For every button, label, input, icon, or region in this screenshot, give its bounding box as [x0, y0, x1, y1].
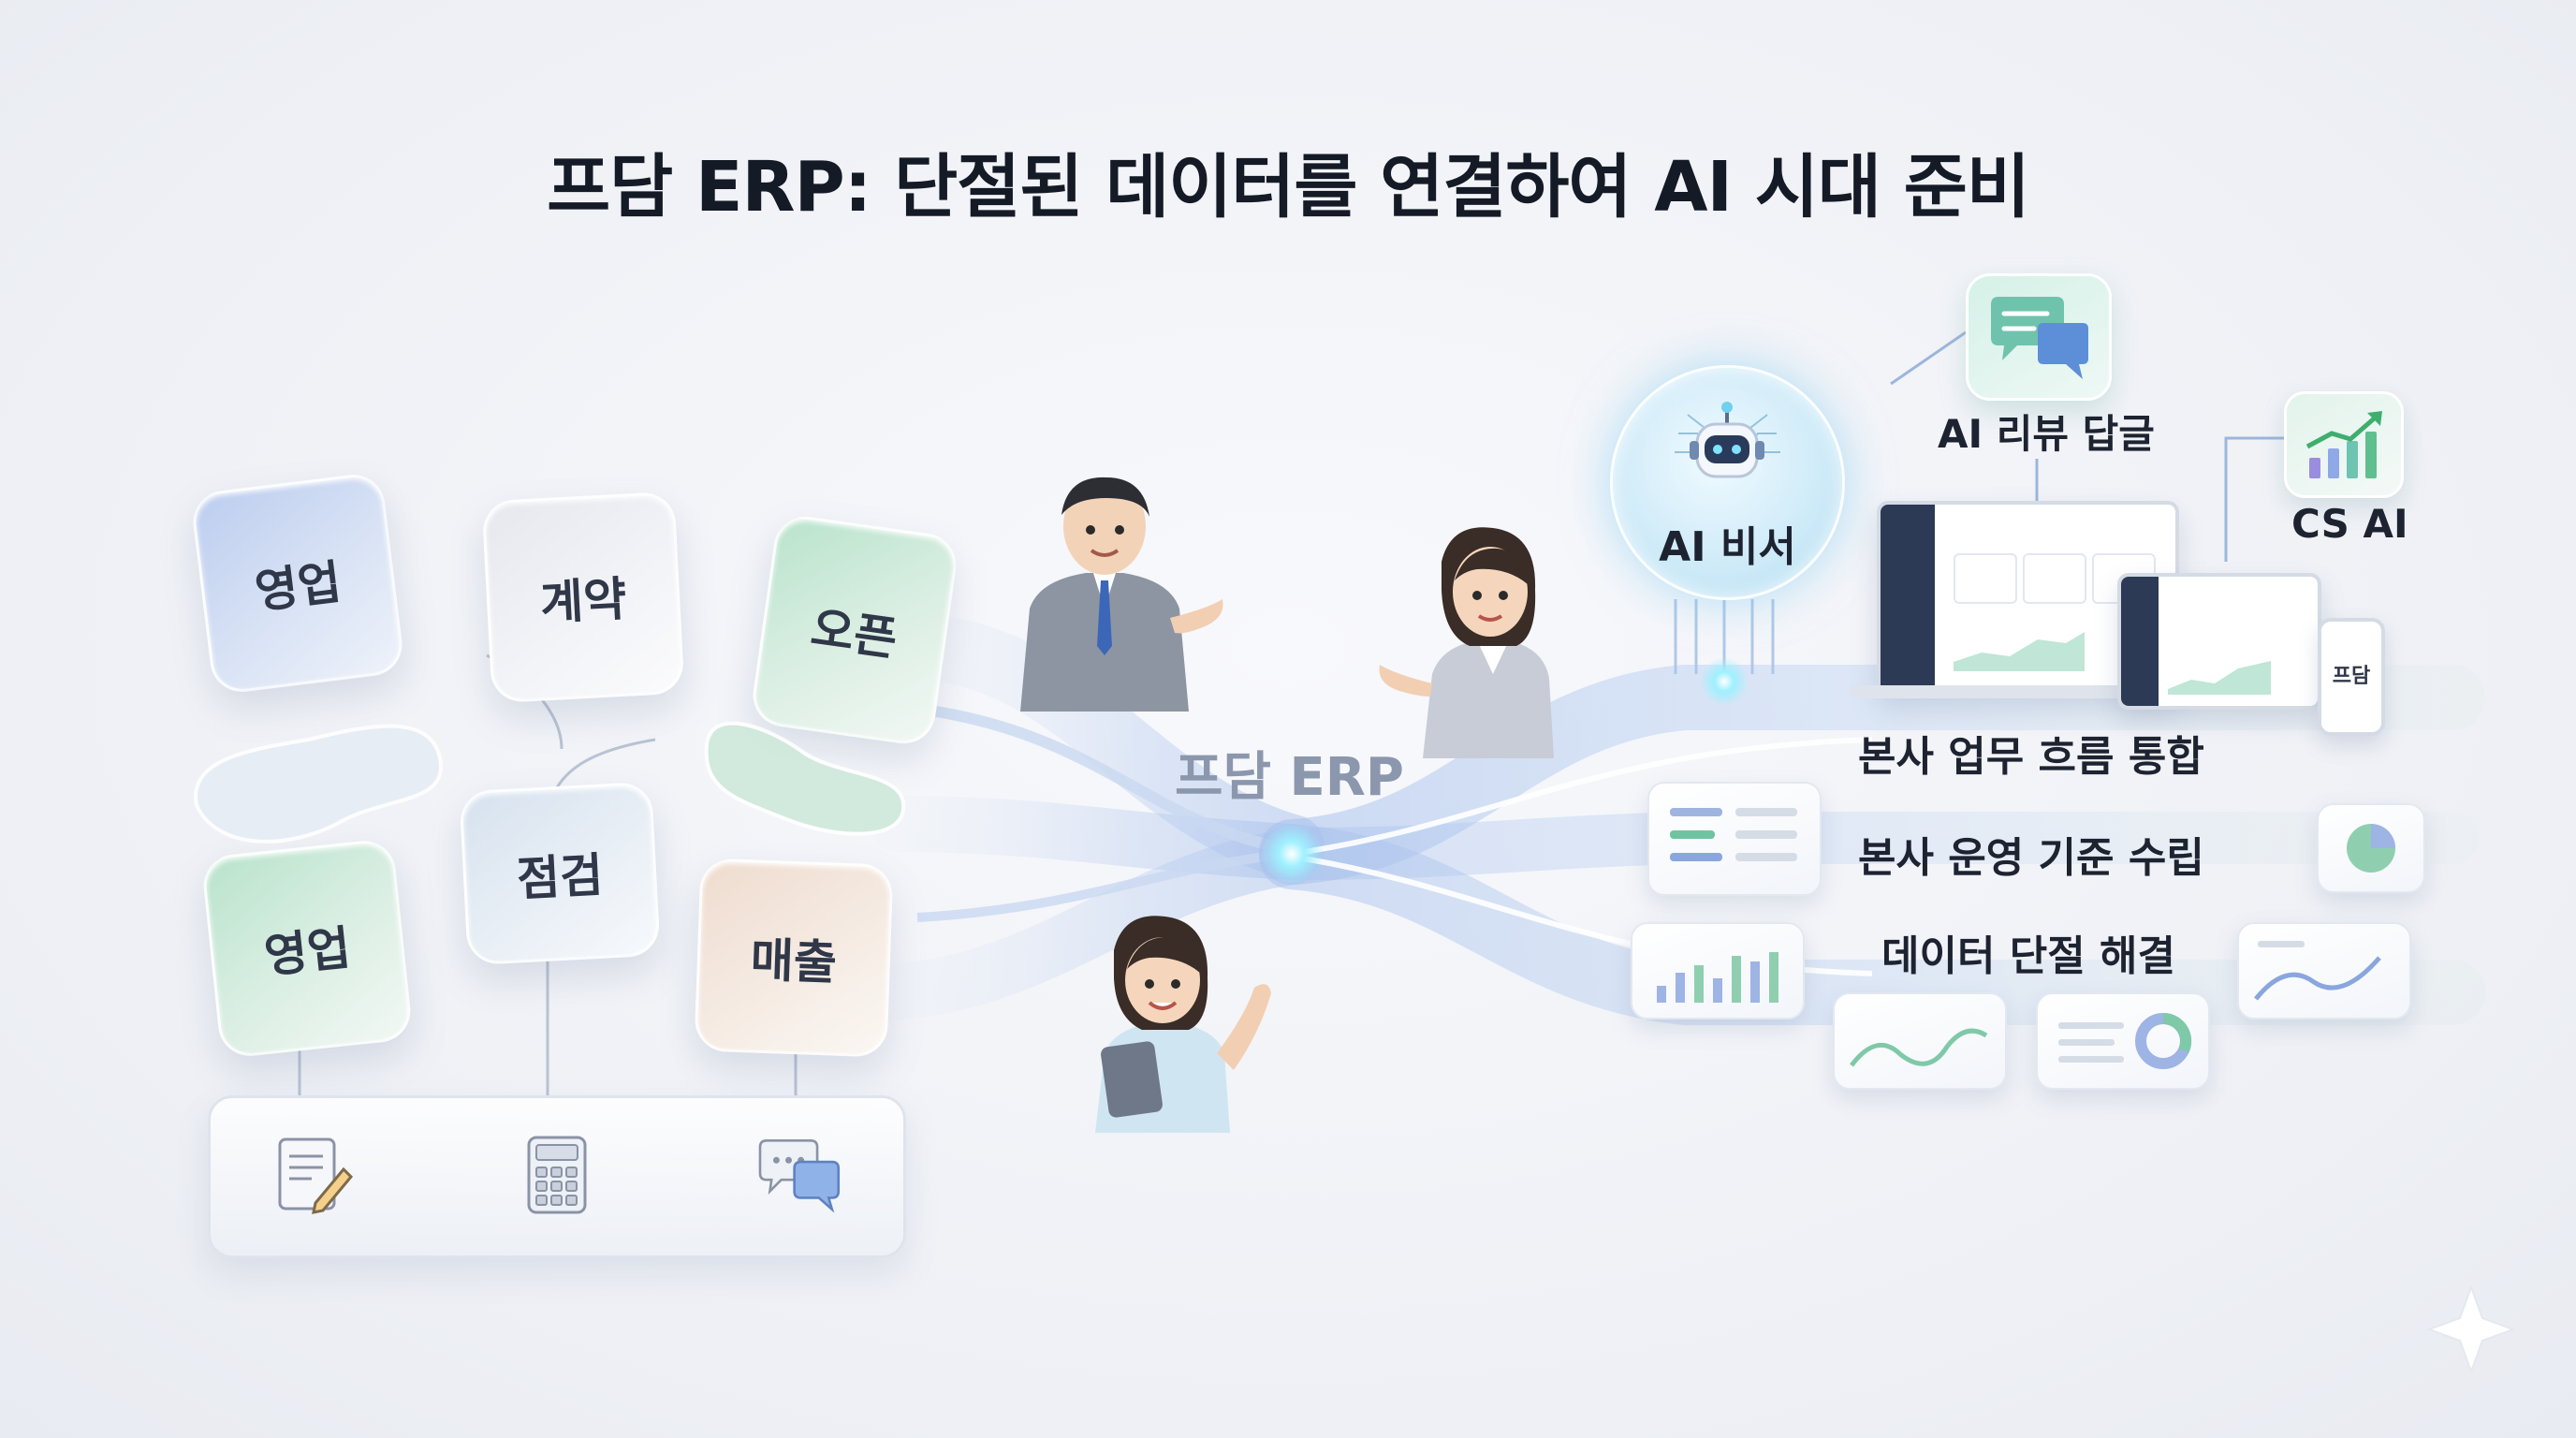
bar-chart-card: [1631, 922, 1805, 1020]
dashboard-widget: [2023, 553, 2086, 604]
line-chart-card: [2237, 922, 2411, 1020]
glass-blob-decoration: [704, 721, 906, 836]
robot-icon: [1675, 402, 1780, 478]
line-chart-card: [1833, 992, 2007, 1090]
phone-app-brand: 프담: [2332, 665, 2371, 688]
outcome-data-silo-resolved: 데이터 단절 해결: [1881, 932, 2175, 980]
chat-bubbles-icon: [1991, 297, 2088, 379]
dashboard-widget: [1954, 553, 2017, 604]
phone-app[interactable]: 프담: [2318, 618, 2385, 736]
donut-chart-card: [2036, 992, 2210, 1090]
glass-blob-decoration: [194, 724, 443, 844]
source-card-contract[interactable]: 계약: [481, 491, 685, 704]
source-card-revenue[interactable]: 매출: [694, 858, 894, 1058]
source-card-label: 매출: [749, 932, 838, 990]
businesswoman-figure: [1379, 527, 1554, 758]
outcome-workflow-integration: 본사 업무 흐름 통합: [1858, 733, 2204, 781]
page-title: 프담 ERP: 단절된 데이터를 연결하여 AI 시대 준비: [547, 147, 2030, 227]
source-card-inspection[interactable]: 점검: [459, 781, 661, 966]
source-tools-panel: [208, 1095, 906, 1258]
source-card-label: 계약: [538, 571, 628, 631]
laptop-base: [1849, 685, 2200, 698]
source-card-label: 영업: [252, 554, 344, 620]
list-card: [1647, 782, 1822, 896]
outcome-operation-standards: 본사 운영 기준 수립: [1858, 834, 2204, 882]
growth-chart-icon: [2305, 411, 2382, 478]
dashboard-area-chart: [1954, 632, 2085, 671]
hub-label: 프담 ERP: [1175, 747, 1404, 808]
dashboard-area-chart: [2168, 661, 2271, 695]
woman-with-tablet-figure: [1095, 916, 1271, 1133]
ai-assistant-node[interactable]: AI 비서: [1610, 365, 1845, 600]
source-card-sales[interactable]: 영업: [189, 471, 406, 696]
cs-ai-label: CS AI: [2291, 501, 2408, 547]
source-card-label: 점검: [515, 847, 605, 907]
dashboard-sidebar: [1881, 505, 1935, 692]
tablet-dashboard[interactable]: [2117, 573, 2321, 710]
dashboard-sidebar: [2121, 577, 2159, 706]
source-card-label: 영업: [261, 920, 354, 984]
source-card-sales-2[interactable]: 영업: [200, 837, 414, 1060]
source-card-label: 오픈: [807, 600, 901, 668]
ai-review-reply-node[interactable]: [1966, 273, 2112, 401]
ai-assistant-label: AI 비서: [1659, 523, 1796, 571]
ai-review-reply-label: AI 리뷰 답글: [1938, 411, 2155, 457]
cs-ai-node[interactable]: [2284, 391, 2404, 498]
chat-bubbles-icon[interactable]: [754, 1130, 843, 1220]
calculator-icon[interactable]: [512, 1130, 602, 1220]
businessman-figure: [1020, 477, 1223, 712]
pie-chart-card: [2317, 803, 2425, 893]
document-edit-icon[interactable]: [267, 1130, 357, 1220]
